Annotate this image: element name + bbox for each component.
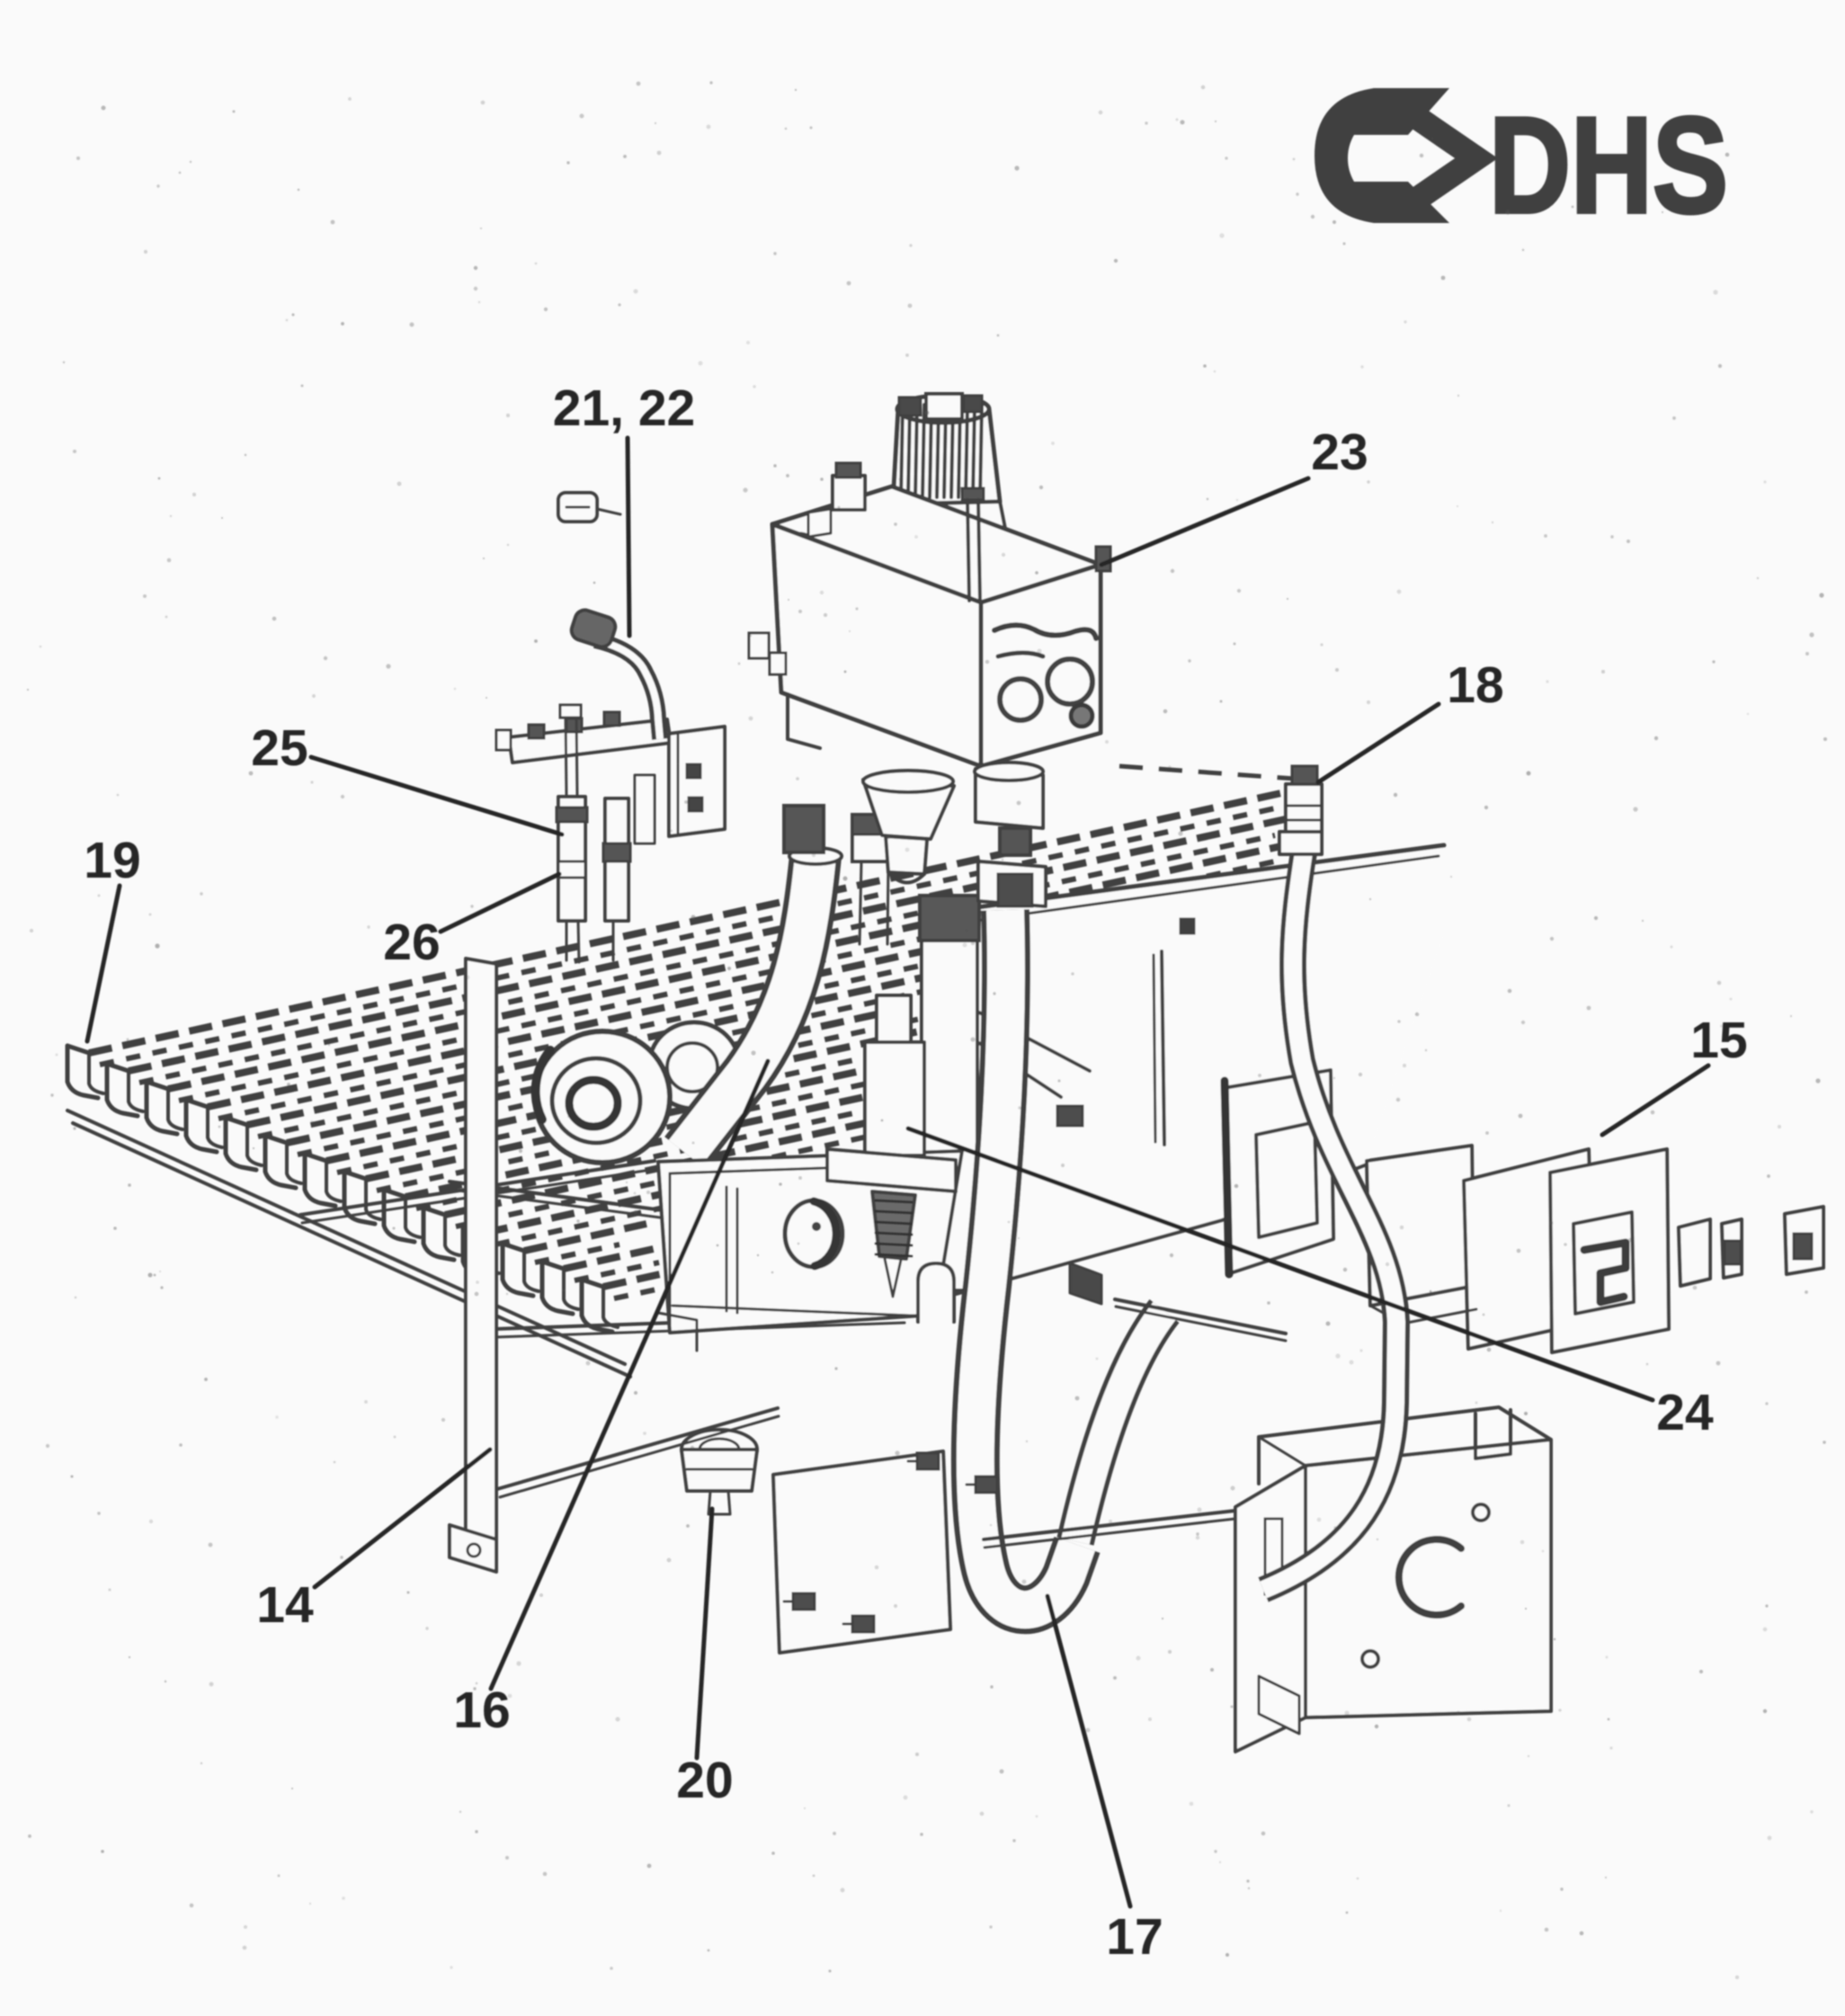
svg-text:19: 19 (84, 832, 140, 889)
svg-text:14: 14 (256, 1576, 314, 1634)
svg-text:17: 17 (1106, 1908, 1163, 1966)
svg-text:20: 20 (676, 1752, 733, 1809)
svg-text:26: 26 (383, 914, 440, 971)
svg-text:25: 25 (251, 719, 308, 777)
svg-text:16: 16 (453, 1681, 510, 1739)
svg-text:18: 18 (1447, 656, 1503, 714)
svg-text:15: 15 (1690, 1012, 1747, 1069)
svg-text:23: 23 (1311, 424, 1368, 481)
svg-text:21, 22: 21, 22 (553, 379, 695, 437)
svg-text:DHS: DHS (1489, 89, 1728, 242)
svg-text:24: 24 (1656, 1384, 1714, 1441)
